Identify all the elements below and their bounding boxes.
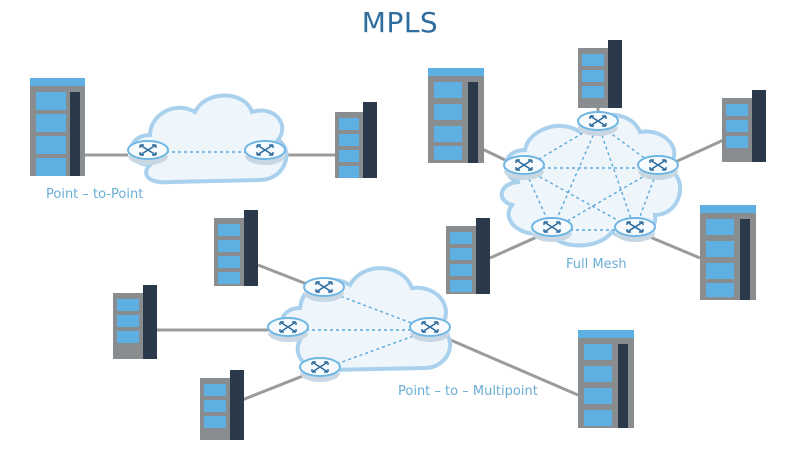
building-icon [700,205,756,300]
page-title: MPLS [361,6,439,39]
building-icon [578,330,634,428]
router-icon [409,317,451,343]
label-point-to-multipoint: Point – to – Multipoint [398,384,538,399]
router-icon [577,111,619,137]
router-icon [614,217,656,243]
building-icon [200,370,244,440]
link-line [431,330,579,397]
router-icon [127,140,169,166]
building-icon [428,68,484,163]
building-icon [214,210,258,286]
cloud [129,93,289,185]
building-icon [578,40,622,108]
router-icon [267,317,309,343]
router-icon [303,277,345,303]
router-icon [244,140,286,166]
building-icon [722,90,766,162]
router-icon [503,155,545,181]
building-icon [113,285,157,359]
point-to-point-network [30,78,377,185]
building-icon [30,78,85,176]
router-icon [637,155,679,181]
router-icon [531,217,573,243]
building-icon [335,102,377,178]
cloud [499,112,683,248]
router-icon [299,357,341,383]
label-point-to-point: Point – to-Point [46,187,144,202]
point-to-multipoint-network [113,210,634,440]
full-mesh-network [428,40,766,300]
label-full-mesh: Full Mesh [566,257,627,272]
building-icon [446,218,490,294]
